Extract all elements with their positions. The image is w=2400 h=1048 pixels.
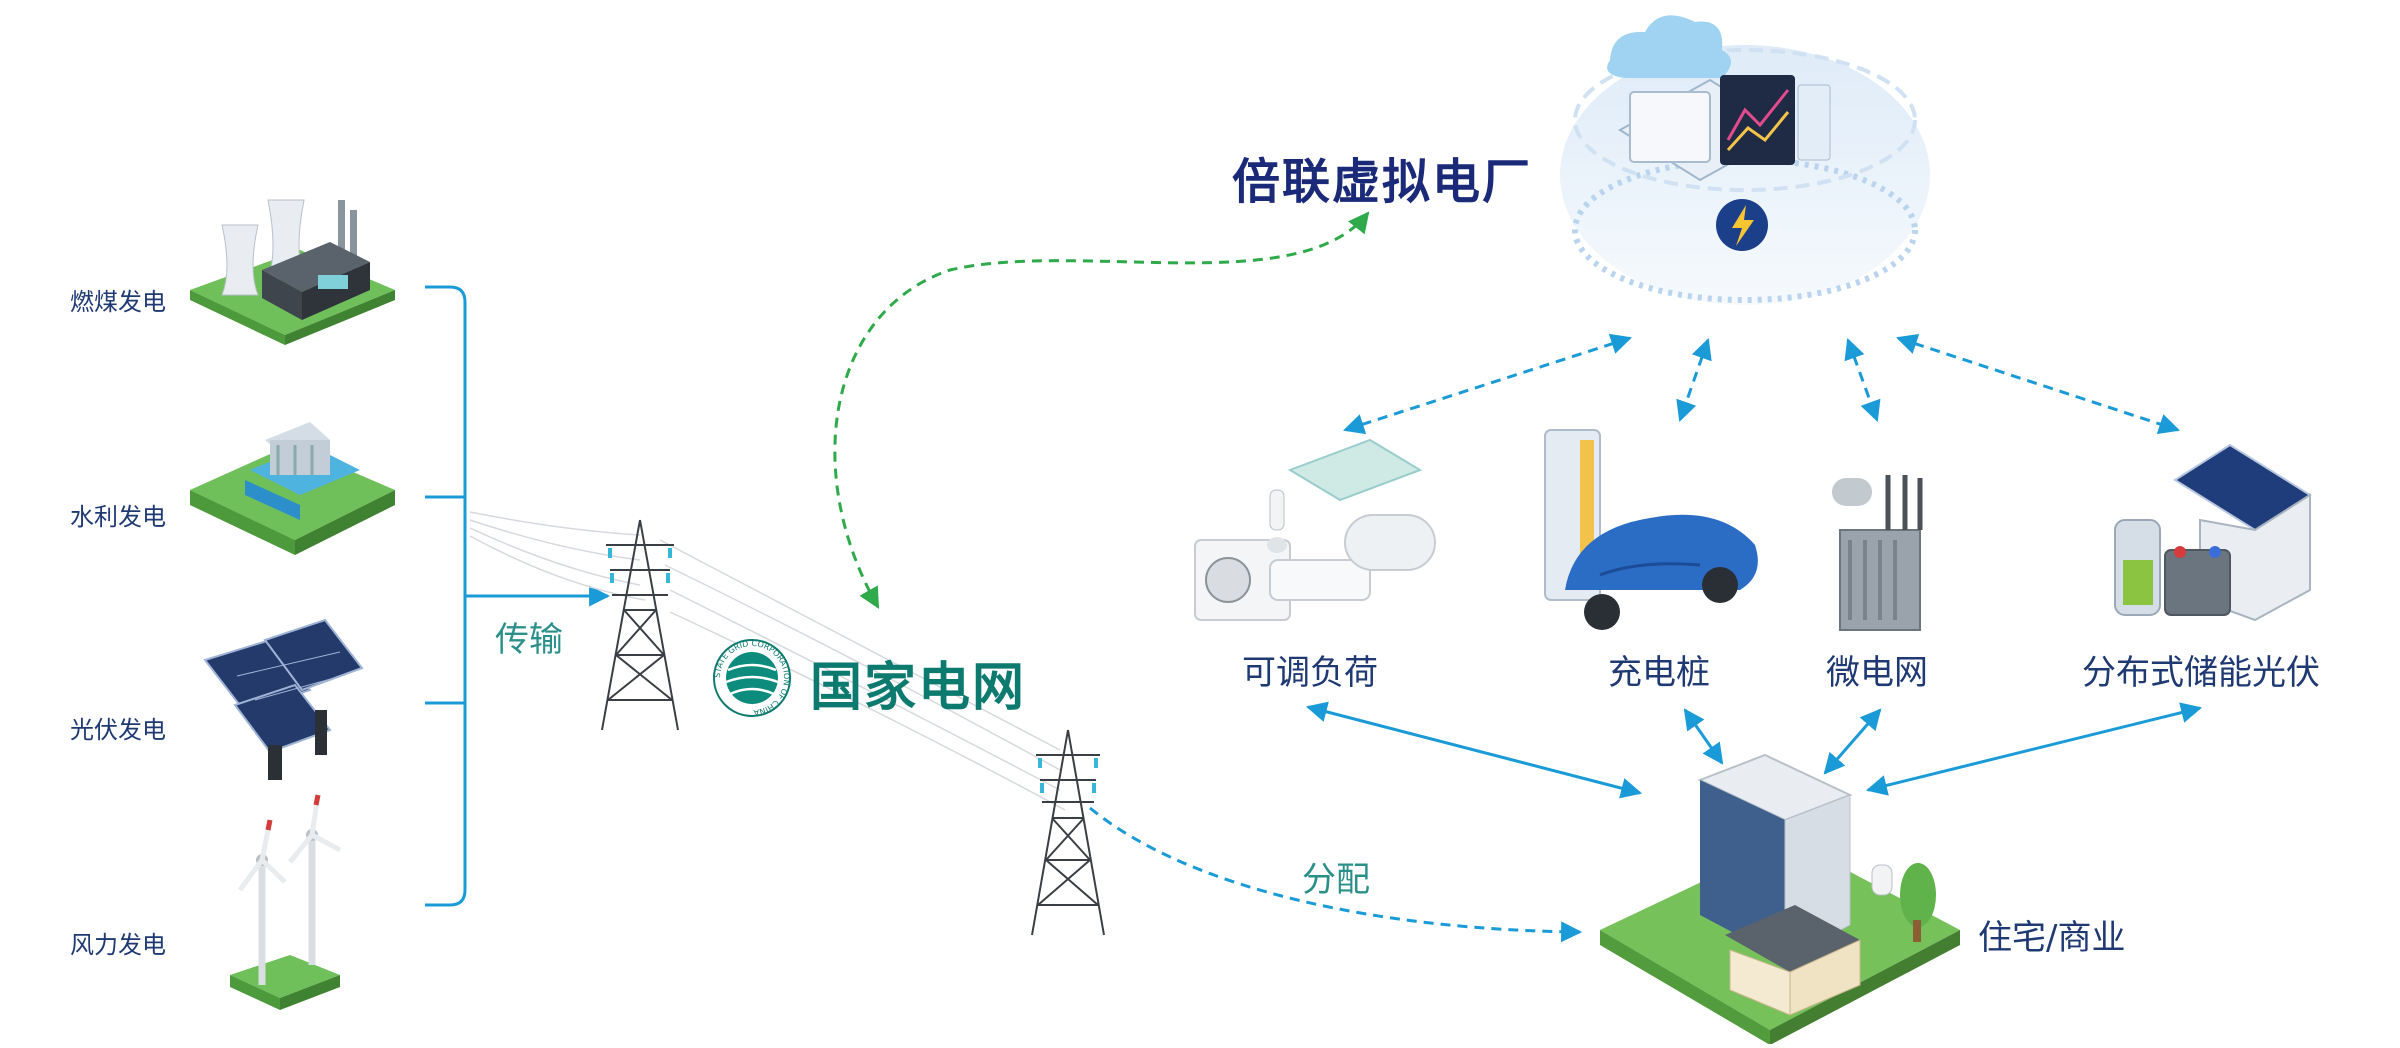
- state-grid-name: 国家电网: [810, 658, 1027, 718]
- transmission-tower-icon: [601, 519, 679, 731]
- adjustable-load-icon: [1194, 438, 1436, 621]
- distribution-label: 分配: [1302, 860, 1370, 900]
- source-bracket: [425, 285, 467, 907]
- source-label-wind: 风力发电: [70, 931, 166, 959]
- coal-power-plant-icon: [190, 199, 395, 345]
- grid-to-vpp-arrow: [833, 211, 1370, 609]
- vpp-title: 倍联虚拟电厂: [1232, 154, 1533, 210]
- resource-label-storage-solar: 分布式储能光伏: [2082, 653, 2320, 693]
- resource-consumer-arrows: [1305, 701, 2203, 799]
- source-label-coal: 燃煤发电: [70, 288, 166, 316]
- vpp-resource-arrows: [1343, 333, 2180, 435]
- solar-panel-icon: [203, 618, 364, 780]
- storage-solar-house-icon: [2114, 443, 2312, 622]
- microgrid-transformer-icon: [1832, 475, 1923, 631]
- transmission-wires: [469, 511, 1066, 811]
- source-label-solar: 光伏发电: [70, 716, 166, 744]
- transmission-tower-icon: [1031, 729, 1105, 936]
- resource-label-ev-charger: 充电桩: [1608, 653, 1710, 693]
- residential-commercial-icon: [1600, 753, 1960, 1045]
- cloud-platform-icon: [1560, 15, 1930, 305]
- hydro-dam-icon: [190, 422, 395, 555]
- transmission-label: 传输: [495, 620, 563, 660]
- distribution-arrow: [1089, 806, 1583, 943]
- resource-label-microgrid: 微电网: [1826, 653, 1928, 693]
- source-label-hydro: 水利发电: [70, 503, 166, 531]
- ev-charger-icon: [1544, 429, 1758, 630]
- wind-turbine-icon: [230, 794, 342, 1010]
- resource-label-adjustable-load: 可调负荷: [1242, 653, 1378, 693]
- consumer-label: 住宅/商业: [1978, 918, 2126, 958]
- state-grid-logo-icon: STATE GRID CORPORATION OF CHINA: [713, 639, 791, 717]
